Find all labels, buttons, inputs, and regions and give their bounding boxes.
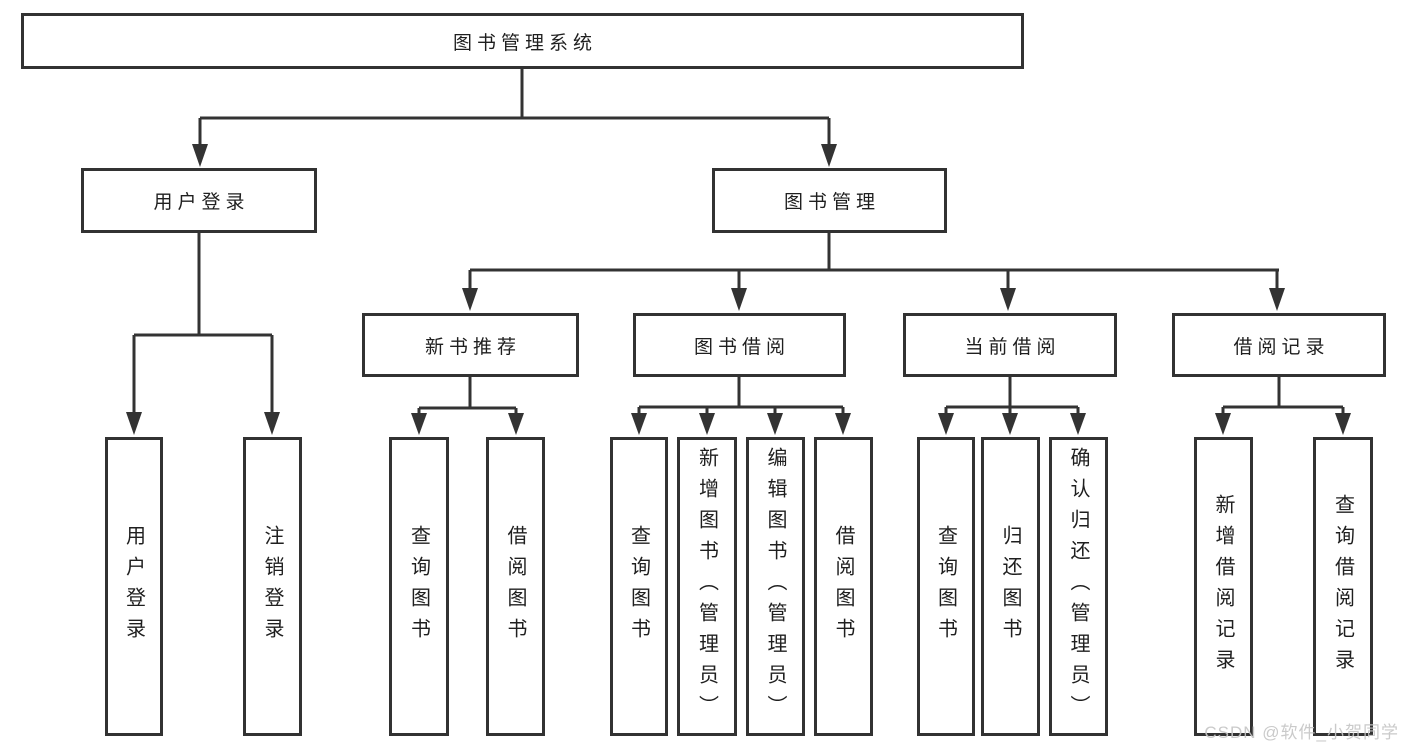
node-root: 图书管理系统: [21, 13, 1024, 69]
arrow-down-icon: [699, 413, 715, 435]
arrow-down-icon: [631, 413, 647, 435]
node-book-management-branch: 图书管理: [712, 168, 947, 233]
leaf-borrow-book-2: 借阅图书: [814, 437, 873, 736]
arrow-down-icon: [938, 413, 954, 435]
node-label: 图书借阅: [693, 336, 790, 358]
leaf-query-borrow-record: 查询借阅记录: [1313, 437, 1373, 736]
node-label: 借阅图书: [504, 524, 526, 649]
arrow-down-icon: [508, 413, 524, 435]
node-label: 借阅记录: [1233, 336, 1330, 358]
leaf-edit-book-admin: 编辑图书（管理员）: [746, 437, 805, 736]
node-label: 新增借阅记录: [1212, 493, 1234, 680]
arrow-down-icon: [731, 288, 747, 311]
arrow-down-icon: [411, 413, 427, 435]
leaf-borrow-book-1: 借阅图书: [486, 437, 545, 736]
arrow-down-icon: [1335, 413, 1351, 435]
node-label: 编辑图书（管理员）: [764, 447, 786, 726]
arrow-down-icon: [1070, 413, 1086, 435]
node-label: 新增图书（管理员）: [695, 447, 718, 726]
node-label: 归还图书: [999, 524, 1021, 649]
leaf-add-borrow-record: 新增借阅记录: [1194, 437, 1253, 736]
leaf-confirm-return-admin: 确认归还（管理员）: [1049, 437, 1108, 736]
node-book-borrow: 图书借阅: [633, 313, 846, 377]
node-borrow-record: 借阅记录: [1172, 313, 1386, 377]
node-label: 注销登录: [261, 524, 283, 649]
leaf-logout: 注销登录: [243, 437, 302, 736]
arrow-down-icon: [1215, 413, 1231, 435]
arrow-down-icon: [821, 144, 837, 167]
arrow-down-icon: [462, 288, 478, 311]
arrow-down-icon: [1000, 288, 1016, 311]
node-label: 查询借阅记录: [1331, 493, 1354, 680]
node-label: 用户登录: [153, 192, 250, 213]
arrow-down-icon: [264, 412, 280, 435]
leaf-query-book-1: 查询图书: [389, 437, 449, 736]
node-label: 图书管理系统: [452, 32, 597, 54]
node-label: 确认归还（管理员）: [1067, 447, 1089, 726]
arrowheads: [126, 144, 1351, 435]
arrow-down-icon: [835, 413, 851, 435]
arrow-down-icon: [1002, 413, 1018, 435]
node-label: 查询图书: [934, 524, 957, 649]
leaf-return-book: 归还图书: [981, 437, 1040, 736]
node-current-borrow: 当前借阅: [903, 313, 1117, 377]
node-label: 查询图书: [627, 524, 650, 649]
arrow-down-icon: [192, 144, 208, 167]
csdn-watermark: CSDN @软件_小贺同学: [1204, 723, 1399, 742]
leaf-user-login: 用户登录: [105, 437, 163, 736]
leaf-query-book-2: 查询图书: [610, 437, 668, 736]
leaf-query-book-3: 查询图书: [917, 437, 975, 736]
node-label: 新书推荐: [424, 336, 521, 358]
node-user-login-branch: 用户登录: [81, 168, 317, 233]
arrow-down-icon: [1269, 288, 1285, 311]
node-label: 查询图书: [407, 524, 430, 649]
node-label: 借阅图书: [832, 524, 854, 649]
node-label: 用户登录: [122, 524, 145, 649]
node-label: 图书管理: [783, 192, 880, 213]
node-label: 当前借阅: [964, 336, 1061, 358]
node-new-book-recommend: 新书推荐: [362, 313, 579, 377]
leaf-add-book-admin: 新增图书（管理员）: [677, 437, 737, 736]
arrow-down-icon: [126, 412, 142, 435]
arrow-down-icon: [767, 413, 783, 435]
